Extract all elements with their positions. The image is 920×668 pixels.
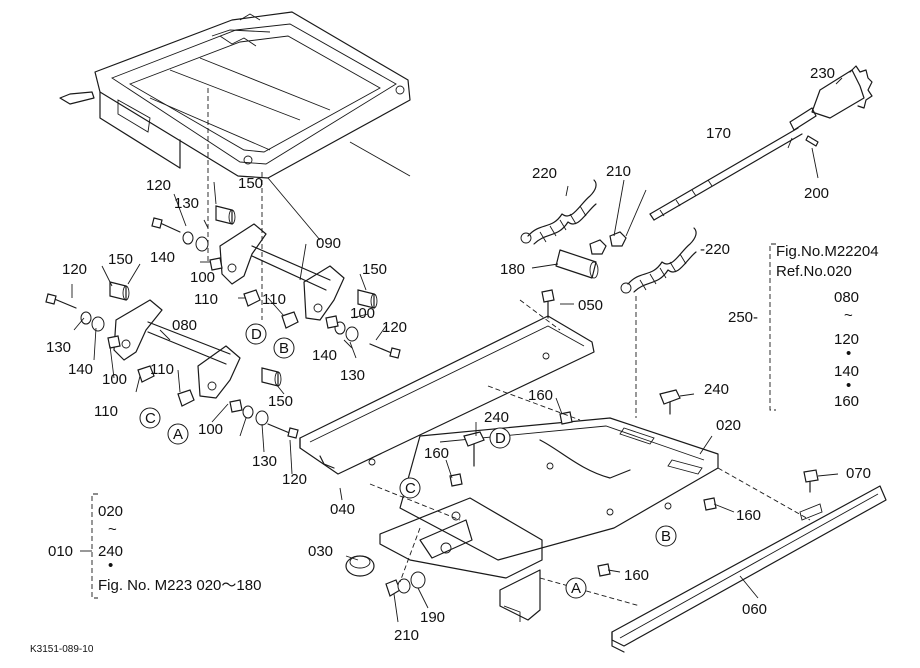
assembly-range-end: 240 <box>98 543 123 560</box>
label-220-upper: 220 <box>532 165 557 182</box>
label-110-b: 110 <box>262 291 286 308</box>
label-180: 180 <box>500 261 525 278</box>
label-060: 060 <box>742 601 767 618</box>
circle-C-right: C <box>405 480 416 497</box>
label-160-c: 160 <box>736 507 761 524</box>
ref-item-6: 160 <box>834 393 859 410</box>
label-100-d: 100 <box>198 421 223 438</box>
label-040: 040 <box>330 501 355 518</box>
ref-item-0: 080 <box>834 289 859 306</box>
spring-220-lower <box>620 227 697 294</box>
ref-item-3: • <box>846 345 851 362</box>
label-030: 030 <box>308 543 333 560</box>
assembly-range-start: 020 <box>98 503 123 520</box>
assembly-tilde: ~ <box>108 521 117 538</box>
label-100-a: 100 <box>190 269 215 286</box>
rail-040 <box>299 315 595 475</box>
label-120-a: 120 <box>146 177 171 194</box>
label-100-c: 100 <box>102 371 127 388</box>
assembly-dot: • <box>108 557 113 574</box>
label-110-c: 110 <box>150 361 174 378</box>
label-120-c: 120 <box>62 261 87 278</box>
ref-item-5: • <box>846 377 851 394</box>
circled-references: D B C A D C B A <box>139 323 677 599</box>
ref-fig-no: Fig.No.M22204 <box>776 243 879 260</box>
spring-220-upper <box>520 179 597 245</box>
reference-block: Fig.No.M22204 Ref.No.020 080 ~ 120 • 140… <box>769 243 879 411</box>
link-arm-090 <box>219 223 345 321</box>
circle-A-right: A <box>571 580 581 597</box>
label-160-a: 160 <box>528 387 553 404</box>
ref-item-4: 140 <box>834 363 859 380</box>
label-150-c: 150 <box>108 251 133 268</box>
label-150-d: 150 <box>268 393 293 410</box>
label-150-a: 150 <box>238 175 263 192</box>
label-160-b: 160 <box>424 445 449 462</box>
label-130-a: 130 <box>174 195 199 212</box>
label-120-d: 120 <box>282 471 307 488</box>
pin-180 <box>555 249 597 279</box>
gear-230 <box>789 65 873 131</box>
label-210-upper: 210 <box>606 163 631 180</box>
ref-item-1: ~ <box>844 307 853 324</box>
label-020: 020 <box>716 417 741 434</box>
part-labels: 230 170 200 220 210 -220 180 050 120 150… <box>46 65 871 644</box>
bolt-050 <box>541 289 555 303</box>
shaft-170 <box>649 127 803 221</box>
nut-210 <box>589 239 607 255</box>
label-240-a: 240 <box>704 381 729 398</box>
label-200: 200 <box>804 185 829 202</box>
label-100-b: 100 <box>350 305 375 322</box>
circle-B-right: B <box>661 528 671 545</box>
label-070: 070 <box>846 465 871 482</box>
assembly-fig-ref: Fig. No. M223 020～180 <box>98 577 261 594</box>
circle-D-left: D <box>251 326 262 343</box>
label-190: 190 <box>420 609 445 626</box>
label-150-b: 150 <box>362 261 387 278</box>
drawing-code: K3151-089-10 <box>30 644 94 655</box>
label-230: 230 <box>810 65 835 82</box>
label-130-c: 130 <box>46 339 71 356</box>
label-090: 090 <box>316 235 341 252</box>
label-130-d: 130 <box>252 453 277 470</box>
label-110-a: 110 <box>194 291 218 308</box>
label-210-lower: 210 <box>394 627 419 644</box>
label-140-a: 140 <box>150 249 175 266</box>
slide-bracket <box>379 497 543 622</box>
ref-item-2: 120 <box>834 331 859 348</box>
label-220-lower: -220 <box>700 241 730 258</box>
label-240-b: 240 <box>484 409 509 426</box>
hardware <box>45 205 819 597</box>
label-140-c: 140 <box>68 361 93 378</box>
circle-B-left: B <box>279 340 289 357</box>
label-110-d: 110 <box>94 403 118 420</box>
circle-D-right: D <box>495 430 506 447</box>
label-160-d: 160 <box>624 567 649 584</box>
circle-C-left: C <box>145 410 156 427</box>
label-130-b: 130 <box>340 367 365 384</box>
leader-lines <box>71 77 843 623</box>
label-050: 050 <box>578 297 603 314</box>
assembly-block: 010 020 ~ 240 • Fig. No. M223 020～180 <box>48 493 261 599</box>
assembly-010: 010 <box>48 543 73 560</box>
key-200 <box>805 135 819 147</box>
rail-060 <box>611 485 887 653</box>
seat-frame-assembly <box>59 11 411 179</box>
link-arm-080 <box>113 299 241 399</box>
label-120-b: 120 <box>382 319 407 336</box>
label-250: 250- <box>728 309 758 326</box>
label-080: 080 <box>172 317 197 334</box>
label-170: 170 <box>706 125 731 142</box>
circle-A-left: A <box>173 426 183 443</box>
label-140-b: 140 <box>312 347 337 364</box>
ref-ref-no: Ref.No.020 <box>776 263 852 280</box>
